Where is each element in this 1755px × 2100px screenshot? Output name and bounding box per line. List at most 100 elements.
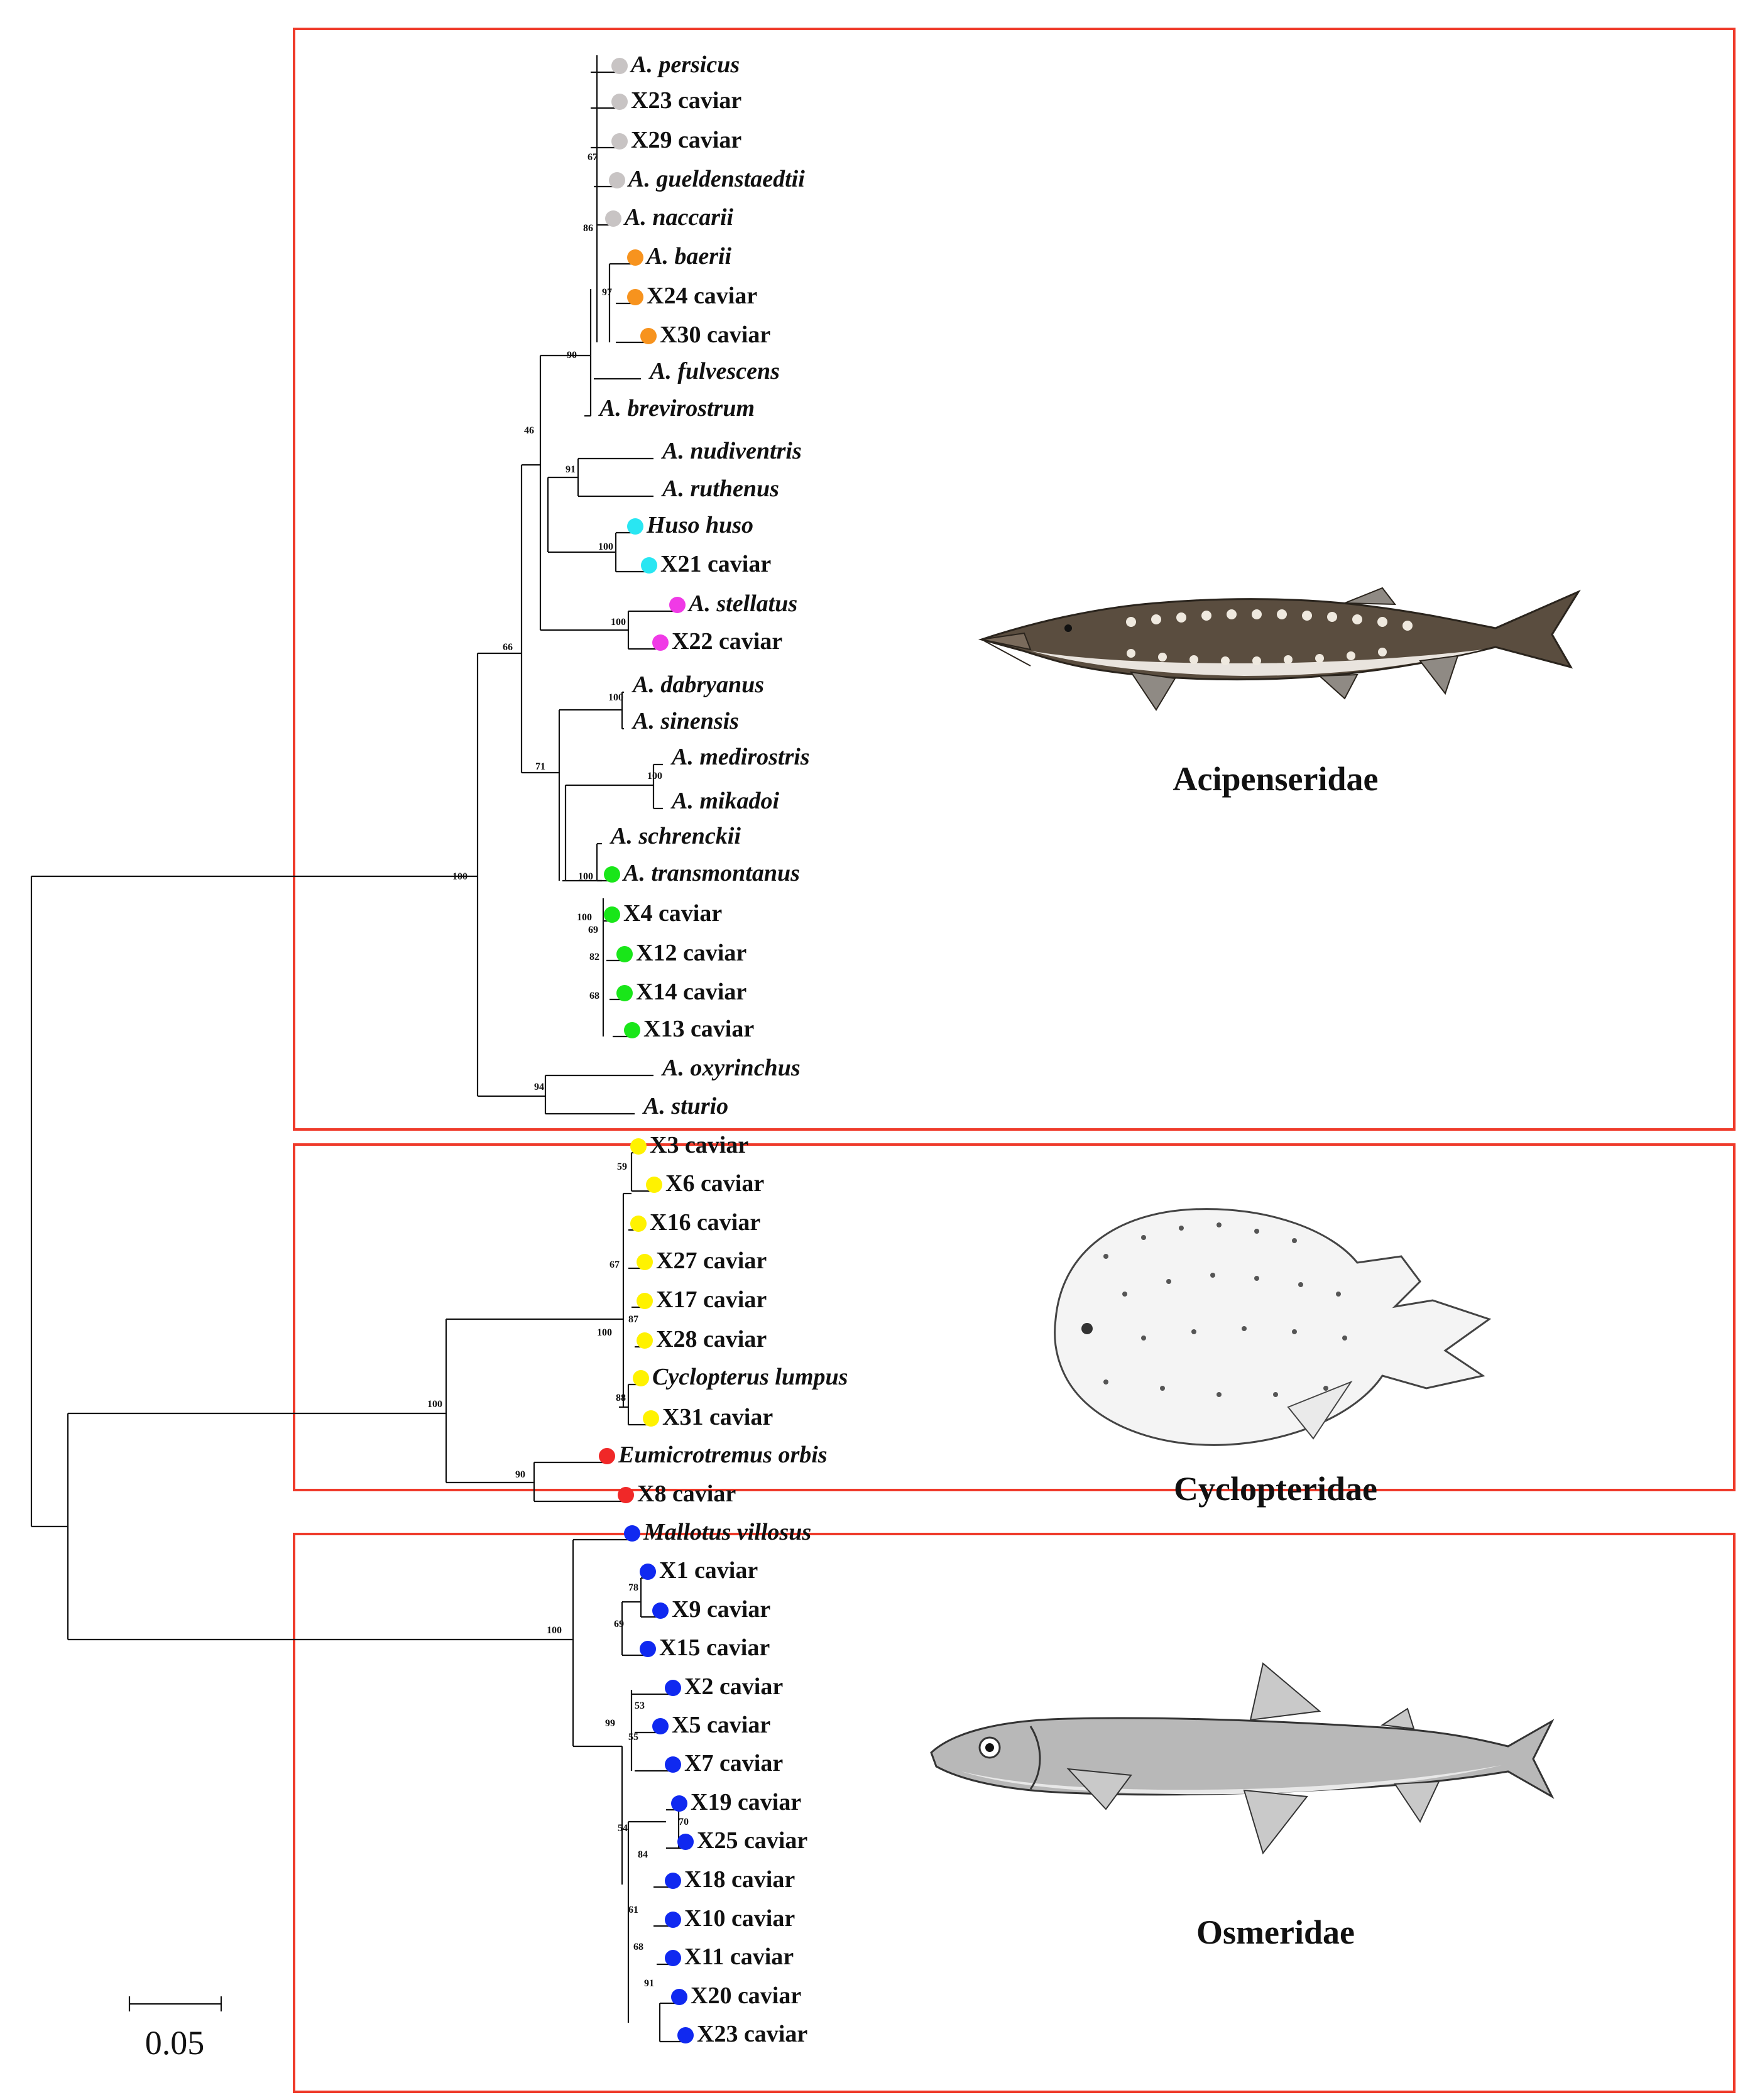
tip-dot-huso-huso bbox=[627, 518, 643, 535]
tip-dot-x3-caviar bbox=[630, 1138, 647, 1155]
tree-branches bbox=[30, 55, 688, 2043]
bootstrap-value: 97 bbox=[602, 287, 612, 298]
tip-label-x21-caviar: X21 caviar bbox=[660, 551, 771, 577]
bootstrap-value: 71 bbox=[535, 761, 545, 772]
bootstrap-value: 67 bbox=[588, 152, 598, 163]
bootstrap-value: 69 bbox=[588, 925, 598, 935]
tip-dot-x9-caviar bbox=[652, 1602, 669, 1619]
tip-label-x5-caviar: X5 caviar bbox=[672, 1712, 770, 1738]
bootstrap-value: 55 bbox=[628, 1732, 638, 1743]
bootstrap-value: 67 bbox=[610, 1259, 620, 1270]
tip-label-mallotus-villosus: Mallotus villosus bbox=[643, 1519, 811, 1545]
tip-dot-x11-caviar bbox=[665, 1950, 681, 1966]
bootstrap-value: 84 bbox=[638, 1849, 648, 1860]
tip-label-a-schrenckii: A. schrenckii bbox=[610, 823, 741, 849]
tip-dot-x24-caviar bbox=[627, 289, 643, 305]
tip-dot-x31-caviar bbox=[643, 1410, 659, 1427]
bootstrap-value: 88 bbox=[616, 1393, 626, 1403]
bootstrap-value: 90 bbox=[567, 350, 577, 361]
tip-dot-x15-caviar bbox=[640, 1641, 656, 1657]
tip-dot-a-gueldenstaedtii bbox=[609, 172, 625, 188]
tip-dot-eumicrotremus-orbis bbox=[599, 1448, 615, 1464]
bootstrap-value: 53 bbox=[635, 1700, 645, 1711]
bootstrap-value: 78 bbox=[628, 1582, 638, 1593]
acipenseridae-box bbox=[293, 28, 1736, 1131]
tip-label-eumicrotremus-orbis: Eumicrotremus orbis bbox=[618, 1442, 828, 1468]
bootstrap-value: 99 bbox=[605, 1718, 615, 1729]
tip-label-x3-caviar: X3 caviar bbox=[650, 1132, 748, 1158]
tip-dot-x7-caviar bbox=[665, 1756, 681, 1773]
tip-dot-x30-caviar bbox=[640, 328, 657, 344]
tip-dot-x18-caviar bbox=[665, 1873, 681, 1889]
tip-label-x28-caviar: X28 caviar bbox=[656, 1326, 767, 1352]
tip-label-x18-caviar: X18 caviar bbox=[684, 1866, 795, 1893]
tip-label-a-fulvescens: A. fulvescens bbox=[648, 358, 780, 384]
bootstrap-value: 94 bbox=[534, 1082, 544, 1092]
tip-label-a-ruthenus: A. ruthenus bbox=[661, 476, 779, 502]
tip-label-x17-caviar: X17 caviar bbox=[656, 1287, 767, 1313]
bootstrap-value: 68 bbox=[589, 991, 599, 1001]
bootstrap-value: 100 bbox=[611, 617, 626, 628]
tip-dot-x19-caviar bbox=[671, 1795, 687, 1812]
tip-dot-a-baerii bbox=[627, 249, 643, 266]
bootstrap-value: 68 bbox=[633, 1942, 643, 1952]
lumpsucker-illustration bbox=[1054, 1208, 1492, 1446]
bootstrap-value: 66 bbox=[503, 642, 513, 653]
scale-bar: 0.05 bbox=[128, 1996, 222, 2062]
tip-label-a-sinensis: A. sinensis bbox=[631, 708, 739, 734]
bootstrap-value: 100 bbox=[577, 912, 592, 923]
bootstrap-value: 90 bbox=[515, 1469, 525, 1480]
tip-label-x12-caviar: X12 caviar bbox=[636, 940, 746, 966]
tip-label-a-naccarii: A. naccarii bbox=[623, 204, 734, 231]
tip-dot-x8-caviar bbox=[618, 1487, 634, 1503]
tip-dot-x4-caviar bbox=[604, 906, 620, 923]
tip-label-x22-caviar: X22 caviar bbox=[672, 628, 782, 655]
tip-label-x25-caviar: X25 caviar bbox=[697, 1827, 807, 1854]
tip-label-x8-caviar: X8 caviar bbox=[637, 1481, 736, 1507]
bootstrap-value: 69 bbox=[614, 1619, 624, 1629]
tip-dot-x14-caviar bbox=[616, 985, 633, 1001]
bootstrap-values: 6786979046911001006610071100100100698268… bbox=[427, 152, 689, 1989]
tip-label-x13-caviar: X13 caviar bbox=[643, 1016, 754, 1042]
tip-label-a-baerii: A. baerii bbox=[645, 243, 732, 269]
tip-dot-x5-caviar bbox=[652, 1718, 669, 1734]
tip-label-x14-caviar: X14 caviar bbox=[636, 979, 746, 1005]
tip-dot-x20-caviar bbox=[671, 1989, 687, 2005]
tip-label-cyclopterus-lumpus: Cyclopterus lumpus bbox=[652, 1364, 848, 1390]
tip-dot-x17-caviar bbox=[637, 1293, 653, 1309]
tip-label-x2-caviar: X2 caviar bbox=[684, 1673, 783, 1700]
osmeridae-box bbox=[293, 1533, 1736, 2093]
bootstrap-value: 82 bbox=[589, 952, 599, 962]
tip-label-x24-caviar: X24 caviar bbox=[647, 283, 757, 309]
tip-label-x15-caviar: X15 caviar bbox=[659, 1635, 770, 1661]
tip-label-a-medirostris: A. medirostris bbox=[670, 744, 810, 770]
tip-label-a-stellatus: A. stellatus bbox=[687, 590, 797, 617]
tip-label-a-oxyrinchus: A. oxyrinchus bbox=[661, 1055, 801, 1081]
tip-label-x9-caviar: X9 caviar bbox=[672, 1596, 770, 1623]
tip-dot-x21-caviar bbox=[641, 557, 657, 574]
tip-dot-a-persicus bbox=[611, 58, 628, 74]
tip-label-x10-caviar: X10 caviar bbox=[684, 1905, 795, 1932]
family-label-acipenseridae: Acipenseridae bbox=[1173, 760, 1379, 798]
tip-dot-x23-caviar bbox=[677, 2027, 694, 2043]
tip-dot-x13-caviar bbox=[624, 1022, 640, 1038]
bootstrap-value: 91 bbox=[644, 1978, 654, 1989]
tip-label-x30-caviar: X30 caviar bbox=[660, 322, 770, 348]
tip-label-x29-caviar: X29 caviar bbox=[631, 127, 741, 153]
tip-dot-cyclopterus-lumpus bbox=[633, 1370, 649, 1386]
tip-dot-x29-caviar bbox=[611, 133, 628, 150]
tip-label-a-mikadoi: A. mikadoi bbox=[670, 788, 779, 814]
tip-dot-x12-caviar bbox=[616, 946, 633, 962]
tip-label-x11-caviar: X11 caviar bbox=[684, 1944, 794, 1970]
tip-label-x16-caviar: X16 caviar bbox=[650, 1209, 760, 1236]
tip-label-x27-caviar: X27 caviar bbox=[656, 1248, 767, 1274]
bootstrap-value: 100 bbox=[597, 1327, 612, 1338]
bootstrap-value: 86 bbox=[583, 223, 593, 234]
scale-bar-label: 0.05 bbox=[145, 2024, 205, 2062]
tip-label-a-dabryanus: A. dabryanus bbox=[631, 672, 764, 698]
tip-label-x23-caviar: X23 caviar bbox=[631, 87, 741, 114]
tip-dot-x22-caviar bbox=[652, 634, 669, 651]
bootstrap-value: 100 bbox=[647, 771, 662, 781]
